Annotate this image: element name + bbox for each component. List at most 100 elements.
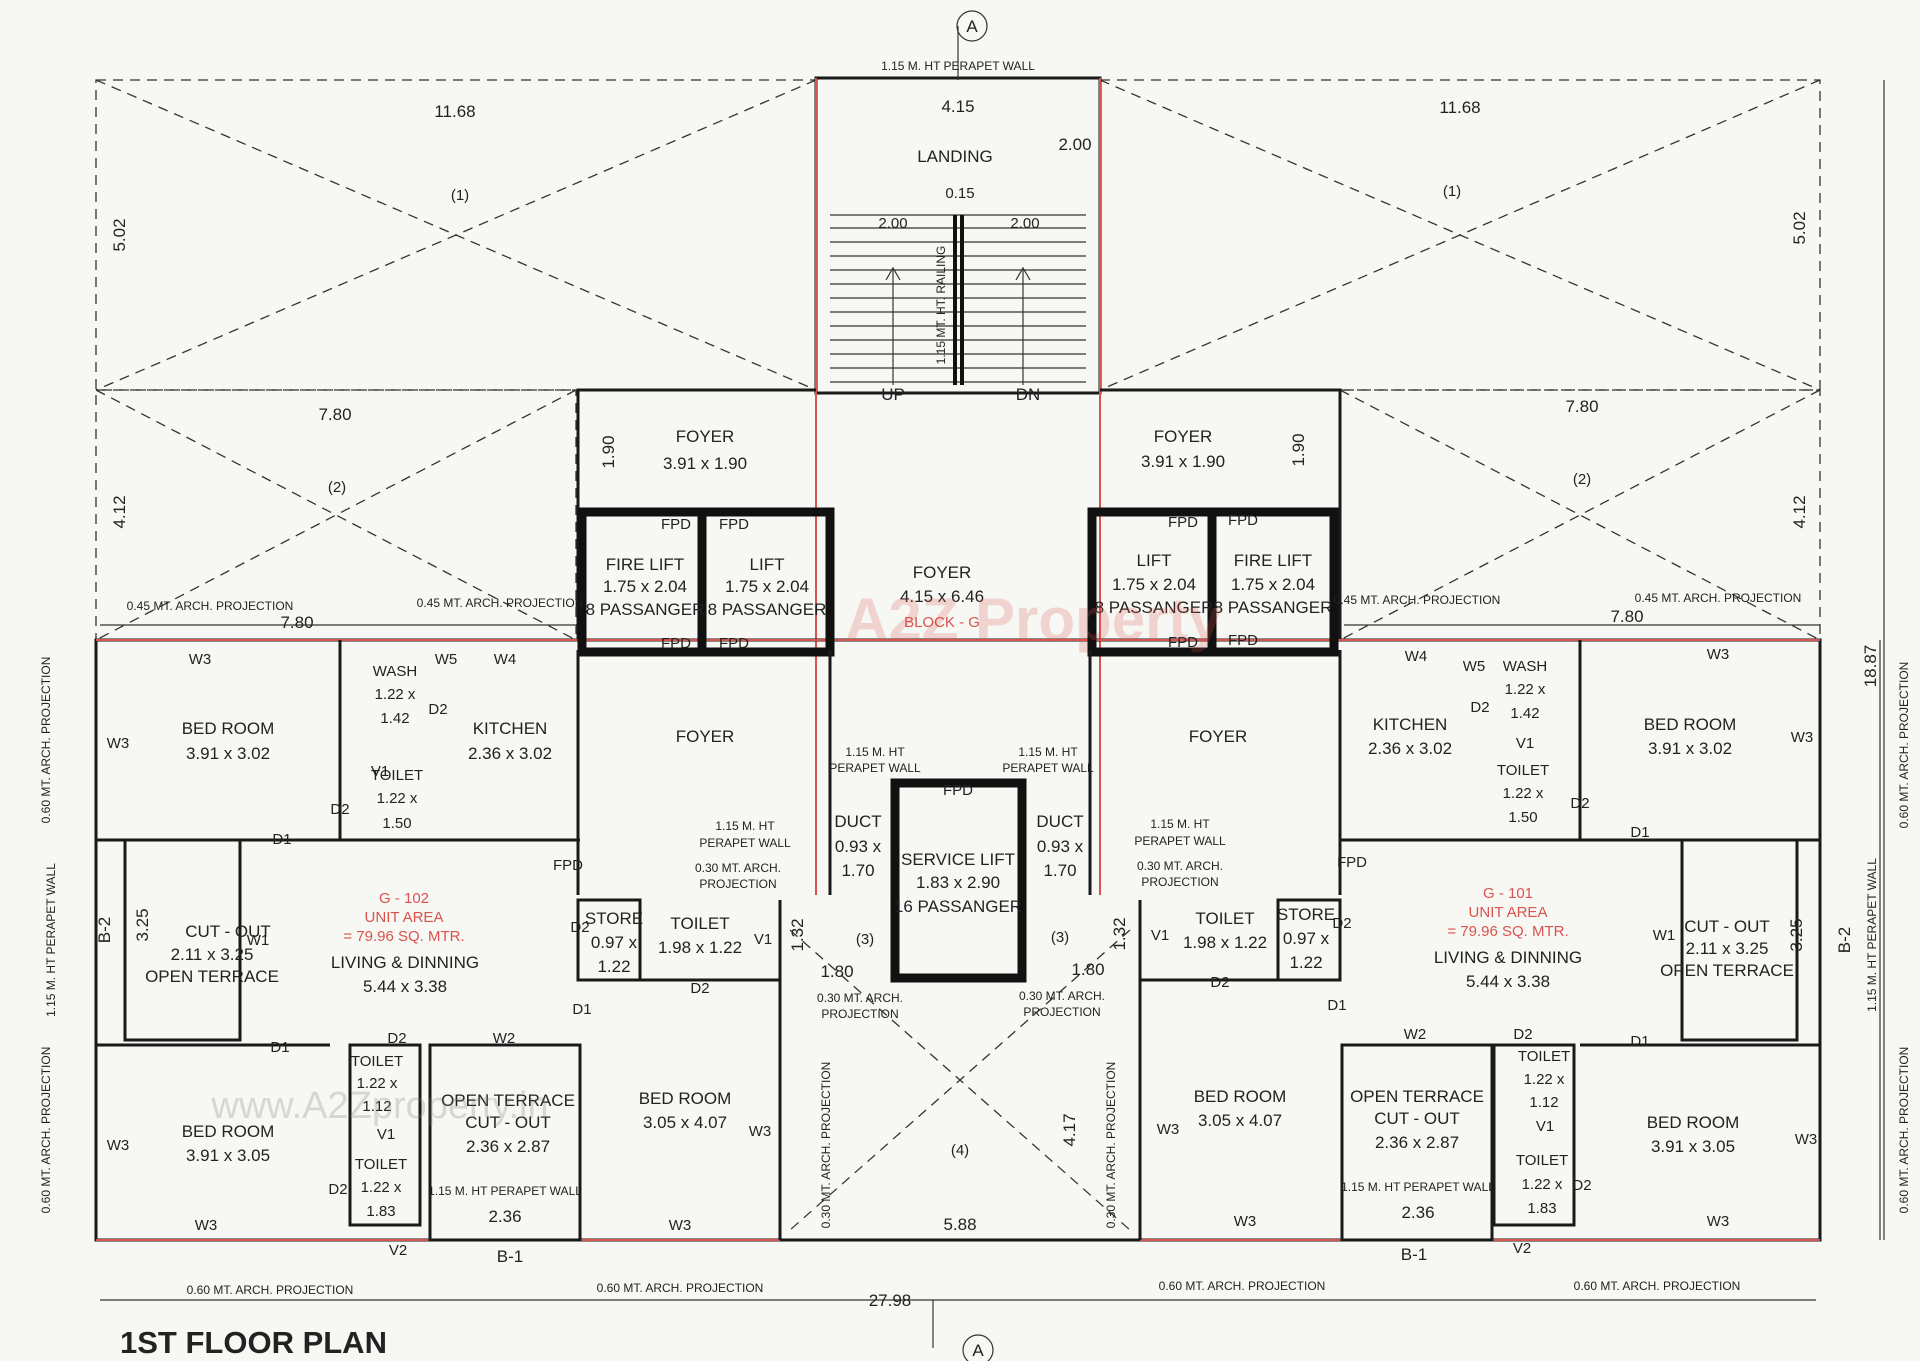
- g102-bed1-size: 3.91 x 3.02: [186, 744, 270, 763]
- g101-ot: OPEN TERRACE: [1350, 1087, 1484, 1106]
- g102-foyer: FOYER: [676, 727, 735, 746]
- lift-left: LIFT: [750, 555, 785, 574]
- fpd-label-8: FPD: [1228, 632, 1258, 649]
- fpd-label-7: FPD: [1168, 634, 1198, 651]
- fire-lift-left: FIRE LIFT: [606, 555, 684, 574]
- g101-v1b: V1: [1516, 735, 1534, 752]
- arch030-right-1: 0.30 MT. ARCH.: [1137, 859, 1223, 873]
- g102-w3b: W3: [107, 735, 130, 752]
- g101-d2e: D2: [1210, 974, 1229, 991]
- g102-toilet1-d: 1.50: [382, 815, 411, 832]
- g101-kitchen: KITCHEN: [1373, 715, 1448, 734]
- g102-open-terrace: OPEN TERRACE: [145, 967, 279, 986]
- fire-lift-right: FIRE LIFT: [1234, 551, 1312, 570]
- parapet-core-left-2: PERAPET WALL: [829, 761, 921, 775]
- g102-v1c: V1: [377, 1126, 395, 1143]
- fire-lift-right-size: 1.75 x 2.04: [1231, 575, 1315, 594]
- arch030-core-left-2: PROJECTION: [821, 1007, 898, 1021]
- arch-045-right-label: 0.45 MT. ARCH. PROJECTION: [1334, 593, 1501, 607]
- duct-right-depth: 1.70: [1043, 861, 1076, 880]
- g102-w4: W4: [494, 651, 517, 668]
- arch030-core-left-1: 0.30 MT. ARCH.: [817, 991, 903, 1005]
- g102-cutout: CUT - OUT: [185, 922, 271, 941]
- g102-d2e: D2: [690, 980, 709, 997]
- fpd-label-11: FPD: [1337, 854, 1367, 871]
- arch-045-right2-label: 0.45 MT. ARCH. PROJECTION: [1635, 591, 1802, 605]
- arch030-core-right-1: 0.30 MT. ARCH.: [1019, 989, 1105, 1003]
- g101-ot-parapet: 1.15 M. HT PERAPET WALL: [1341, 1180, 1495, 1194]
- g101-toilet1-w: 1.22 x: [1503, 785, 1544, 802]
- g102-living-size: 5.44 x 3.38: [363, 977, 447, 996]
- lift-shafts-right: [1087, 507, 1339, 657]
- g101-open-terrace: OPEN TERRACE: [1660, 961, 1794, 980]
- g102-d2d: D2: [328, 1181, 347, 1198]
- arch-045-left-label: 0.45 MT. ARCH. PROJECTION: [127, 599, 294, 613]
- g101-w3d: W3: [1707, 1213, 1730, 1230]
- lift-left-size: 1.75 x 2.04: [725, 577, 809, 596]
- parapet-foyer-right-2: PERAPET WALL: [1134, 834, 1226, 848]
- g101-ot-cut: CUT - OUT: [1374, 1109, 1460, 1128]
- arch030-right-2: PROJECTION: [1141, 875, 1218, 889]
- lift-right-cap: 8 PASSANGER: [1095, 598, 1214, 617]
- g101-store: STORE: [1277, 905, 1335, 924]
- g101-bed3: BED ROOM: [1194, 1087, 1287, 1106]
- watermark-url: www.A2Zproperty.in: [210, 1085, 548, 1127]
- parapet-right-side: 1.15 M. HT PERAPET WALL: [1865, 858, 1879, 1012]
- g102-area-label: UNIT AREA: [365, 909, 444, 926]
- zone2-right-tag: (2): [1573, 471, 1591, 488]
- g101-toilet2-d: 1.12: [1529, 1094, 1558, 1111]
- unit-g102: BED ROOM 3.91 x 3.02 KITCHEN 2.36 x 3.02…: [95, 651, 772, 1266]
- g101-w3b: W3: [1791, 729, 1814, 746]
- zone1-left-depth: 5.02: [110, 218, 129, 251]
- g102-bed3-size: 3.05 x 4.07: [643, 1113, 727, 1132]
- g102-wash: WASH: [373, 663, 417, 680]
- g101-toilet1-d: 1.50: [1508, 809, 1537, 826]
- g101-ot-width: 2.36: [1401, 1203, 1434, 1222]
- flight-left: 2.00: [878, 215, 907, 232]
- g101-store-d: 1.22: [1289, 953, 1322, 972]
- open-area-zone-1-right: [1099, 79, 1821, 391]
- g101-toilet2: TOILET: [1518, 1048, 1570, 1065]
- g102-bed3: BED ROOM: [639, 1089, 732, 1108]
- zone1-right-depth: 5.02: [1790, 211, 1809, 244]
- g102-store-w: 0.97 x: [591, 933, 638, 952]
- foyer-top-left: FOYER: [676, 427, 735, 446]
- g102-v1: V1: [754, 931, 772, 948]
- zone3-left-tag: (3): [856, 931, 874, 948]
- g101-v1: V1: [1151, 927, 1169, 944]
- g102-toilet4: TOILET: [670, 914, 729, 933]
- dimension-lines: [100, 80, 1885, 1301]
- parapet-foyer-left-2: PERAPET WALL: [699, 836, 791, 850]
- g102-d2a: D2: [428, 701, 447, 718]
- g101-w4: W4: [1405, 648, 1428, 665]
- zone2-right-width: 7.80: [1565, 397, 1598, 416]
- g102-d2f: D2: [570, 919, 589, 936]
- g102-w5: W5: [435, 651, 458, 668]
- zone2-left-tag: (2): [328, 479, 346, 496]
- zone3-right-small: 1.32: [1110, 917, 1129, 950]
- g101-living: LIVING & DINNING: [1434, 948, 1582, 967]
- block-label: BLOCK - G: [904, 614, 980, 631]
- g101-v1c: V1: [1536, 1118, 1554, 1135]
- parapet-left-side: 1.15 M. HT PERAPET WALL: [44, 863, 58, 1017]
- g101-w3a: W3: [1707, 646, 1730, 663]
- g102-v1b: V1: [371, 763, 389, 780]
- g101-store-w: 0.97 x: [1283, 929, 1330, 948]
- g102-w3e: W3: [669, 1217, 692, 1234]
- zone2-left-depth: 4.12: [110, 495, 129, 528]
- zone1-right-tag: (1): [1443, 183, 1461, 200]
- g101-d2c: D2: [1513, 1026, 1532, 1043]
- parapet-foyer-left-1: 1.15 M. HT: [715, 819, 775, 833]
- lift-shafts-left: [577, 507, 835, 657]
- duct-left-depth: 1.70: [841, 861, 874, 880]
- g101-kitchen-size: 2.36 x 3.02: [1368, 739, 1452, 758]
- g102-toilet2-d: 1.12: [362, 1098, 391, 1115]
- g102-b2: B-2: [95, 917, 114, 943]
- zone1-left-tag: (1): [451, 187, 469, 204]
- g101-w5: W5: [1463, 658, 1486, 675]
- foyer-top-right: FOYER: [1154, 427, 1213, 446]
- interior-walls: [96, 640, 1820, 1242]
- fpd-label-5: FPD: [1168, 514, 1198, 531]
- fire-lift-left-cap: 8 PASSANGER: [586, 600, 705, 619]
